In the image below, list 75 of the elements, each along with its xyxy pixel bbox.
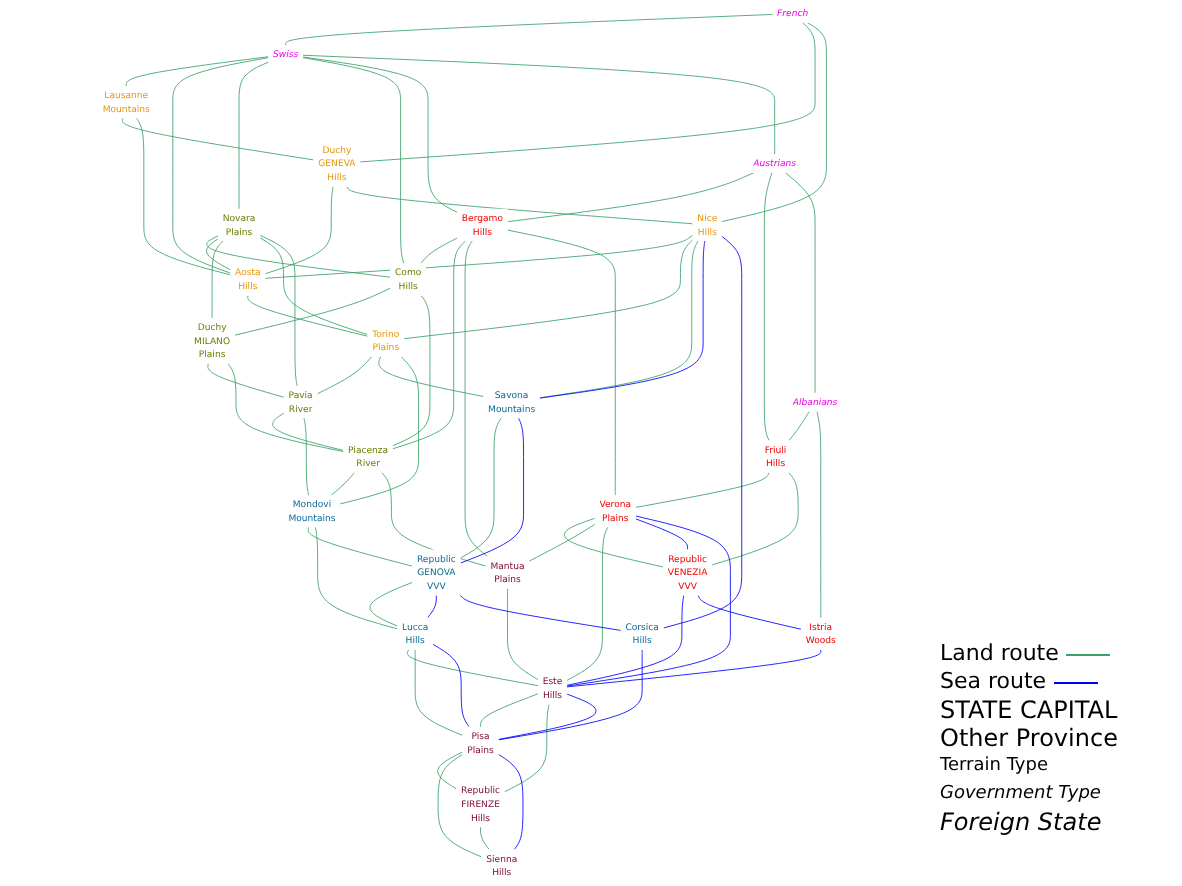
connector — [497, 649, 643, 741]
connector — [564, 517, 664, 568]
legend-text: Foreign State — [940, 808, 1102, 836]
connector — [316, 356, 373, 395]
connector — [528, 523, 596, 562]
connector — [247, 294, 369, 337]
connector — [259, 237, 369, 336]
connector — [635, 518, 688, 551]
connector — [497, 693, 597, 740]
connector — [697, 594, 802, 630]
connector — [420, 237, 458, 264]
connector — [437, 751, 464, 790]
connector — [459, 417, 524, 564]
connector — [507, 587, 539, 681]
connector — [566, 594, 685, 686]
connector — [566, 515, 731, 687]
connector — [785, 172, 816, 394]
connector — [227, 363, 344, 452]
connector — [259, 234, 298, 387]
connector — [788, 410, 810, 442]
connector — [206, 235, 391, 278]
connector — [566, 649, 822, 688]
legend-text: Land route — [940, 640, 1059, 668]
connector — [816, 410, 822, 619]
connector — [234, 287, 391, 336]
connector — [464, 240, 489, 557]
connector — [314, 526, 398, 630]
connector — [406, 649, 539, 687]
connector — [136, 117, 231, 276]
connector — [403, 239, 694, 340]
connector — [459, 594, 622, 631]
connector — [763, 172, 773, 442]
connector — [303, 417, 310, 496]
connector — [302, 56, 458, 213]
legend-text: Government Type — [940, 782, 1101, 808]
connector — [721, 22, 827, 222]
connector — [432, 643, 470, 728]
connector — [211, 240, 224, 319]
legend-text: Sea route — [940, 668, 1047, 696]
connector — [507, 229, 616, 496]
connector — [272, 412, 344, 451]
connector — [414, 649, 464, 736]
connector — [206, 238, 231, 271]
connector — [381, 472, 487, 567]
connector — [459, 417, 502, 559]
connector — [480, 826, 490, 851]
legend-text: STATE CAPITAL — [940, 696, 1118, 724]
legend-text: Terrain Type — [940, 754, 1048, 780]
connector — [392, 294, 431, 447]
connector — [264, 185, 334, 275]
connector — [635, 472, 770, 508]
connector — [566, 526, 609, 681]
connector — [307, 526, 413, 567]
connector — [285, 14, 773, 46]
connector — [302, 57, 405, 264]
connector — [437, 753, 483, 858]
connector — [711, 472, 799, 566]
connector — [504, 703, 550, 793]
legend-text: Other Province — [940, 724, 1118, 752]
connector — [480, 693, 539, 728]
connector — [207, 363, 285, 398]
connector — [427, 594, 437, 619]
connector — [264, 234, 694, 279]
connector — [330, 472, 355, 496]
connector — [359, 22, 816, 163]
connector — [302, 54, 776, 155]
connector — [507, 172, 755, 223]
connector — [378, 356, 484, 397]
connector — [238, 61, 269, 210]
connector — [125, 56, 269, 87]
connector — [369, 581, 413, 627]
connector — [346, 185, 694, 225]
connector — [172, 57, 269, 274]
connector — [122, 117, 315, 161]
connector — [497, 753, 524, 851]
